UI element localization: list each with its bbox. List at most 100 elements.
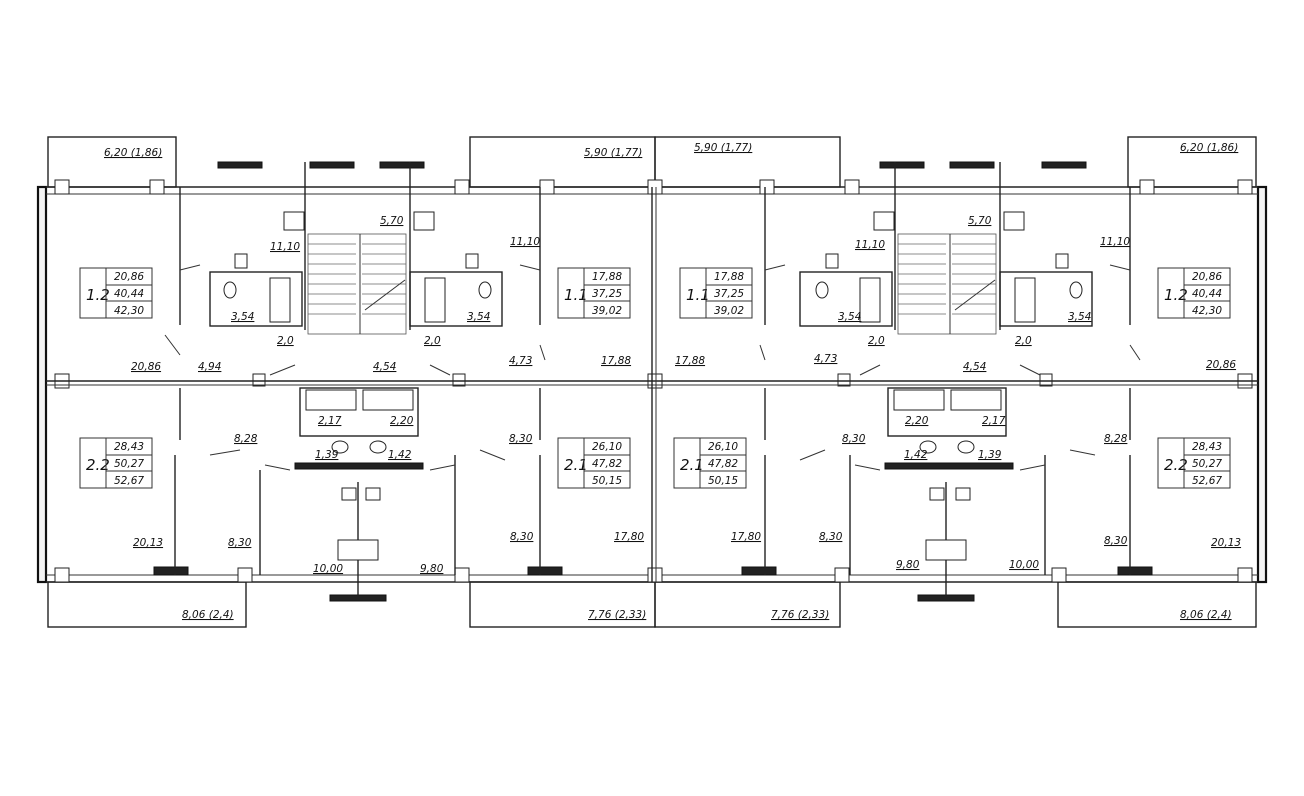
room-area: 8,30	[509, 433, 533, 445]
room-area: 2,0	[1015, 335, 1032, 347]
room-area: 8,28	[1104, 433, 1128, 445]
room-area: 20,13	[1211, 537, 1241, 549]
full-area: 42,30	[114, 305, 144, 317]
full-area: 52,67	[114, 475, 144, 487]
apartment-3: 1.1 17,88 37,25 39,02	[679, 267, 753, 319]
room-area: 4,54	[373, 361, 396, 373]
apartment-tag: 1.1	[564, 286, 588, 304]
living-area: 28,43	[114, 441, 144, 453]
total-area: 47,82	[592, 458, 622, 470]
room-area: 20,13	[133, 537, 163, 549]
room-area: 2,0	[868, 335, 885, 347]
full-area: 42,30	[1192, 305, 1222, 317]
room-area: 17,88	[675, 355, 705, 367]
room-area: 2,0	[277, 335, 294, 347]
living-area: 20,86	[1192, 271, 1222, 283]
room-area: 10,00	[313, 563, 343, 575]
living-area: 20,86	[114, 271, 144, 283]
room-area: 4,94	[198, 361, 221, 373]
room-area: 2,17	[982, 415, 1006, 427]
full-area: 39,02	[714, 305, 744, 317]
room-area: 5,70	[968, 215, 992, 227]
room-area: 11,10	[510, 236, 540, 248]
living-area: 26,10	[708, 441, 738, 453]
balcony-label: 8,06 (2,4)	[1180, 609, 1232, 621]
balcony-label: 5,90 (1,77)	[694, 142, 752, 154]
room-area: 17,80	[731, 531, 761, 543]
room-area: 8,30	[842, 433, 866, 445]
total-area: 50,27	[114, 458, 144, 470]
room-area: 3,54	[231, 311, 254, 323]
area-table	[79, 437, 153, 489]
fixtures	[223, 211, 1083, 561]
balcony-label: 7,76 (2,33)	[771, 609, 829, 621]
apartment-8: 2.2 28,43 50,27 52,67	[1157, 437, 1231, 489]
room-area: 8,30	[1104, 535, 1128, 547]
apartment-tag: 2.2	[86, 456, 110, 474]
room-area: 9,80	[420, 563, 444, 575]
total-area: 47,82	[708, 458, 738, 470]
doors	[164, 264, 1141, 471]
room-area: 4,54	[963, 361, 986, 373]
apartment-4: 1.2 20,86 40,44 42,30	[1157, 267, 1231, 319]
room-area: 17,80	[614, 531, 644, 543]
room-area: 11,10	[855, 239, 885, 251]
total-area: 40,44	[114, 288, 144, 300]
room-area: 8,30	[510, 531, 534, 543]
area-table	[557, 267, 631, 319]
room-area: 2,20	[390, 415, 414, 427]
room-area: 3,54	[467, 311, 490, 323]
apartment-2: 1.1 17,88 37,25 39,02	[557, 267, 631, 319]
living-area: 28,43	[1192, 441, 1222, 453]
room-area: 1,42	[904, 449, 928, 461]
balcony-label: 6,20 (1,86)	[1180, 142, 1238, 154]
room-area: 3,54	[1068, 311, 1091, 323]
room-area: 20,86	[1206, 359, 1236, 371]
apartment-5: 2.2 28,43 50,27 52,67	[79, 437, 153, 489]
room-area: 5,70	[380, 215, 404, 227]
room-area: 11,10	[1100, 236, 1130, 248]
balcony-label: 6,20 (1,86)	[104, 147, 162, 159]
apartment-1: 1.2 20,86 40,44 42,30	[79, 267, 153, 319]
room-area: 9,80	[896, 559, 920, 571]
living-area: 17,88	[714, 271, 744, 283]
room-area: 2,0	[424, 335, 441, 347]
room-area: 20,86	[131, 361, 161, 373]
staircases	[307, 233, 997, 335]
balcony-label: 5,90 (1,77)	[584, 147, 642, 159]
balcony-labels: 6,20 (1,86) 5,90 (1,77) 5,90 (1,77) 6,20…	[104, 142, 1238, 621]
apartment-tag: 1.1	[686, 286, 710, 304]
full-area: 39,02	[592, 305, 622, 317]
apartment-tag: 2.1	[680, 456, 704, 474]
apartment-tag: 2.2	[1164, 456, 1188, 474]
room-area: 1,42	[388, 449, 412, 461]
apartment-tag: 1.2	[86, 286, 110, 304]
room-area: 2,17	[318, 415, 342, 427]
total-area: 40,44	[1192, 288, 1222, 300]
interior-walls	[46, 162, 1258, 600]
area-table	[557, 437, 631, 489]
room-area: 3,54	[838, 311, 861, 323]
room-area-labels: 11,10 11,10 11,10 11,10 5,70 5,70 3,54 3…	[131, 215, 1241, 575]
full-area: 50,15	[592, 475, 622, 487]
area-table	[1157, 437, 1231, 489]
area-table	[673, 437, 747, 489]
area-table	[1157, 267, 1231, 319]
room-area: 10,00	[1009, 559, 1039, 571]
room-area: 8,28	[234, 433, 258, 445]
full-area: 52,67	[1192, 475, 1222, 487]
room-area: 17,88	[601, 355, 631, 367]
total-area: 37,25	[714, 288, 744, 300]
living-area: 26,10	[592, 441, 622, 453]
room-area: 4,73	[814, 353, 837, 365]
balcony-label: 8,06 (2,4)	[182, 609, 234, 621]
balcony-label: 7,76 (2,33)	[588, 609, 646, 621]
area-table	[679, 267, 753, 319]
room-area: 1,39	[978, 449, 1002, 461]
room-area: 11,10	[270, 241, 300, 253]
full-area: 50,15	[708, 475, 738, 487]
room-area: 4,73	[509, 355, 532, 367]
balcony-top-2	[469, 136, 656, 188]
living-area: 17,88	[592, 271, 622, 283]
